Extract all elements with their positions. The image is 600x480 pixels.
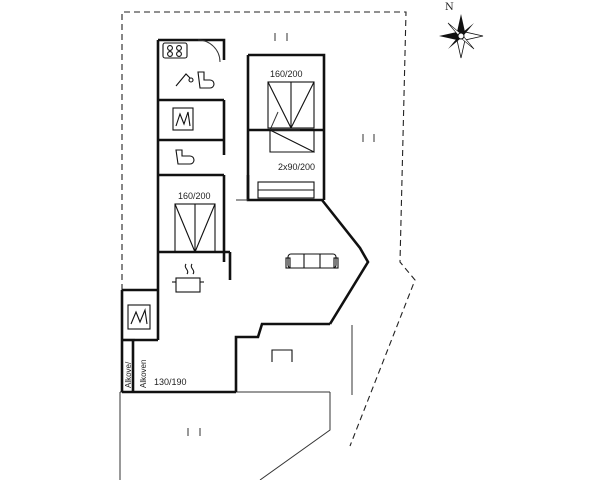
bed-label-bedroom-1: 160/200 — [270, 69, 303, 79]
compass-rose-icon — [439, 14, 484, 59]
bed-label-bedroom-2: 2x90/200 — [278, 162, 315, 172]
terrace-outline — [121, 11, 416, 447]
sofa-icon — [285, 253, 339, 269]
cooking-pot-icon — [172, 263, 204, 293]
toilet-icon — [175, 149, 195, 165]
shower-icon — [175, 73, 194, 87]
interior-walls — [122, 98, 324, 392]
alcove-label-2: Alkoven — [139, 360, 148, 388]
hob-icon — [162, 42, 188, 59]
washing-machine-icon — [127, 304, 151, 330]
bed-label-bedroom-3: 160/200 — [178, 191, 211, 201]
toilet-icon — [197, 71, 215, 89]
alcove-label-1: Alkove/ — [124, 361, 133, 388]
door-swings — [197, 39, 300, 201]
bed-label-alcove: 130/190 — [154, 377, 187, 387]
compass-north-label: N — [445, 2, 454, 13]
step-marks — [187, 33, 375, 436]
beds-bedroom-2 — [257, 129, 315, 199]
washing-machine-icon — [172, 107, 194, 131]
fireplace-icon — [271, 349, 293, 362]
bed-bedroom-3 — [174, 203, 216, 253]
bed-bedroom-1 — [267, 81, 315, 129]
